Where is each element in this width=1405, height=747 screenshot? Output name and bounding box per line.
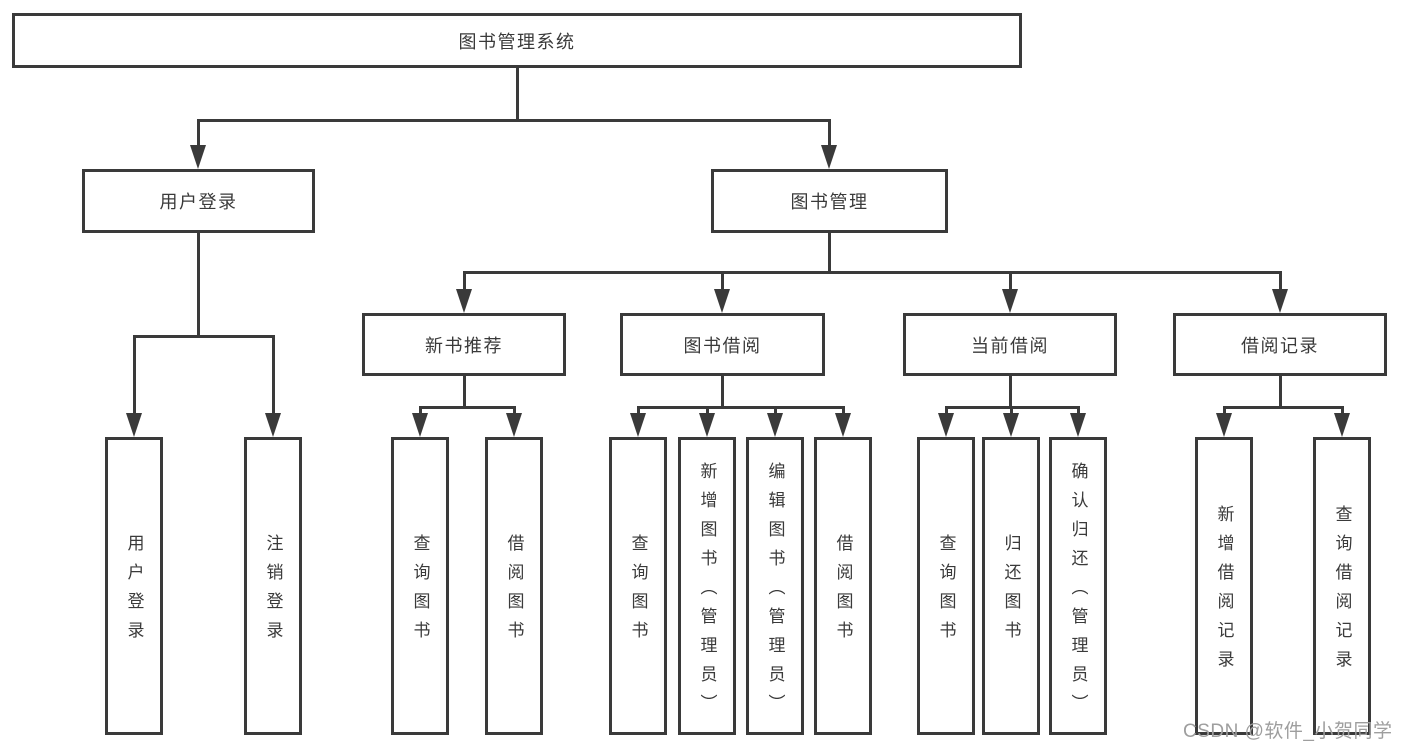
arrowhead-down [1002,289,1018,313]
connector-line [1076,406,1080,419]
leaf-query-book-label: 查询图书 [936,534,956,650]
connector-line [720,376,724,409]
arrowhead-down [126,413,142,437]
node-borrow-record: 借阅记录 [1173,313,1387,376]
connector-line [462,376,466,409]
node-new-book-recommend-label: 新书推荐 [425,335,503,356]
connector-line [515,68,519,122]
connector-line [1009,406,1013,419]
connector-line [1222,406,1344,409]
connector-line [636,406,845,409]
leaf-confirm-return-admin-label: 确认归还（管理员） [1068,461,1088,723]
arrowhead-down [412,413,428,437]
connector-line [418,406,516,409]
connector-line [1278,271,1282,295]
leaf-query-book-label: 查询图书 [628,534,648,650]
leaf-query-book-under-recommend: 查询图书 [391,437,449,735]
connector-line [841,406,845,419]
connector-line [1008,271,1012,295]
leaf-user-login: 用户登录 [105,437,163,735]
node-book-borrow-label: 图书借阅 [683,335,762,356]
connector-line [196,119,831,122]
arrowhead-down [265,413,281,437]
connector-line [462,271,466,295]
connector-line [132,335,136,419]
node-borrow-record-label: 借阅记录 [1241,335,1319,356]
connector-line [196,233,200,338]
leaf-add-borrow-record-label: 新增借阅记录 [1214,505,1234,679]
connector-line [720,271,724,295]
connector-line [1340,406,1344,419]
leaf-return-book: 归还图书 [982,437,1040,735]
connector-line [944,406,948,419]
leaf-borrow-book-label: 借阅图书 [504,534,524,650]
leaf-confirm-return-admin: 确认归还（管理员） [1049,437,1107,735]
connector-line [1222,406,1226,419]
leaf-borrow-book-label: 借阅图书 [833,534,853,650]
connector-line [773,406,777,419]
connector-line [705,406,709,419]
leaf-borrow-book-under-recommend: 借阅图书 [485,437,543,735]
connector-line [132,335,275,338]
leaf-query-borrow-record-label: 查询借阅记录 [1332,505,1352,679]
arrowhead-down [630,413,646,437]
connector-line [462,271,1282,274]
leaf-query-book-under-current: 查询图书 [917,437,975,735]
node-book-management-label: 图书管理 [790,192,869,212]
arrowhead-down [1070,413,1086,437]
node-current-borrow: 当前借阅 [903,313,1117,376]
connector-line [271,335,275,419]
arrowhead-down [190,145,206,169]
connector-line [1008,376,1012,409]
connector-line [418,406,422,419]
leaf-user-login-label: 用户登录 [124,534,144,650]
connector-line [512,406,516,419]
arrowhead-down [938,413,954,437]
node-book-borrow: 图书借阅 [620,313,825,376]
arrowhead-down [767,413,783,437]
arrowhead-down [714,289,730,313]
node-user-login-label: 用户登录 [159,192,238,212]
arrowhead-down [1216,413,1232,437]
leaf-add-borrow-record: 新增借阅记录 [1195,437,1253,735]
connector-line [827,233,831,274]
arrowhead-down [506,413,522,437]
node-root-library-system: 图书管理系统 [12,13,1022,68]
leaf-query-book-under-borrow: 查询图书 [609,437,667,735]
leaf-query-borrow-record: 查询借阅记录 [1313,437,1371,735]
arrowhead-down [1272,289,1288,313]
arrowhead-down [1334,413,1350,437]
connector-line [636,406,640,419]
leaf-edit-book-admin-label: 编辑图书（管理员） [765,461,785,723]
leaf-return-book-label: 归还图书 [1001,534,1021,650]
node-user-login: 用户登录 [82,169,315,233]
arrowhead-down [699,413,715,437]
arrowhead-down [835,413,851,437]
leaf-borrow-book-under-borrow: 借阅图书 [814,437,872,735]
leaf-edit-book-admin: 编辑图书（管理员） [746,437,804,735]
leaf-add-book-admin-label: 新增图书（管理员） [697,461,717,723]
node-book-management: 图书管理 [711,169,948,233]
arrowhead-down [821,145,837,169]
node-root-label: 图书管理系统 [458,31,576,52]
arrowhead-down [456,289,472,313]
leaf-add-book-admin: 新增图书（管理员） [678,437,736,735]
connector-line [1278,376,1282,409]
connector-line [827,119,831,152]
leaf-query-book-label: 查询图书 [410,534,430,650]
csdn-watermark: CSDN @软件_小贺同学 [1183,721,1393,742]
connector-line [196,119,200,152]
leaf-logout: 注销登录 [244,437,302,735]
leaf-logout-label: 注销登录 [263,534,283,650]
node-current-borrow-label: 当前借阅 [971,335,1049,356]
node-new-book-recommend: 新书推荐 [362,313,566,376]
arrowhead-down [1003,413,1019,437]
